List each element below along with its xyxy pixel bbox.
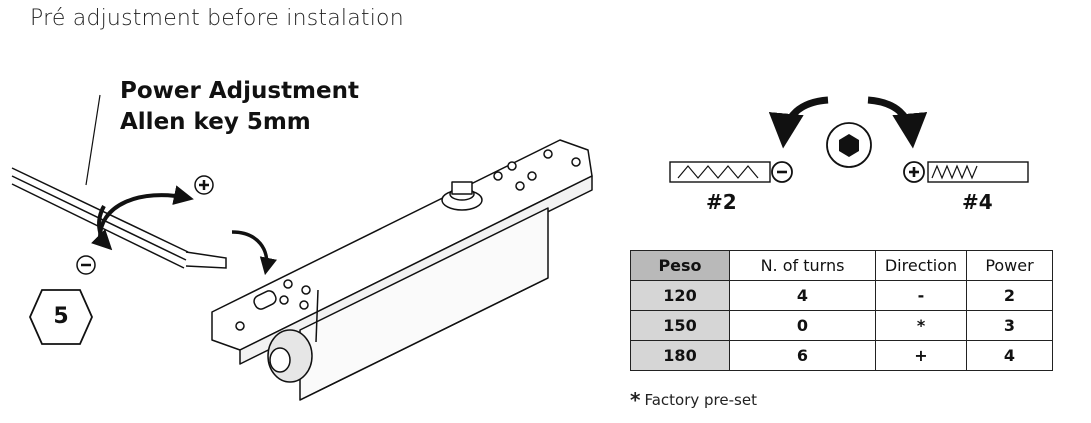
leader-line bbox=[85, 94, 101, 186]
cell-power: 3 bbox=[966, 310, 1053, 341]
table-header-row: Peso N. of turns Direction Power bbox=[630, 250, 1053, 281]
cell-direction: + bbox=[875, 340, 967, 371]
cell-peso: 150 bbox=[630, 310, 730, 341]
cell-direction: * bbox=[875, 310, 967, 341]
table-row: 180 6 + 4 bbox=[630, 340, 1053, 371]
adjustment-table: Peso N. of turns Direction Power 120 4 -… bbox=[630, 250, 1053, 371]
cell-peso: 180 bbox=[630, 340, 730, 371]
cell-turns: 4 bbox=[729, 280, 876, 311]
insert-arrow bbox=[231, 230, 277, 276]
step-number-badge: 5 bbox=[28, 288, 94, 346]
cell-power: 4 bbox=[966, 340, 1053, 371]
counterclockwise-arrow-icon bbox=[768, 96, 829, 149]
allen-key-shape bbox=[11, 167, 227, 269]
power-label-line2: Allen key 5mm bbox=[120, 109, 311, 135]
hexagon-badge-icon bbox=[29, 289, 93, 345]
footnote: *Factory pre-set bbox=[630, 388, 757, 412]
clockwise-arrow-icon bbox=[867, 96, 928, 149]
step-number: 5 bbox=[53, 304, 69, 329]
table-row: 150 0 * 3 bbox=[630, 310, 1053, 341]
spring-left-label: #2 bbox=[706, 190, 737, 214]
footnote-marker: * bbox=[630, 388, 641, 412]
header-direction: Direction bbox=[875, 250, 967, 281]
cell-power: 2 bbox=[966, 280, 1053, 311]
cell-direction: - bbox=[875, 280, 967, 311]
spring-weak-icon bbox=[669, 161, 771, 183]
header-power: Power bbox=[966, 250, 1053, 281]
power-adjustment-label: Power Adjustment Allen key 5mm bbox=[120, 76, 359, 138]
power-label-line1: Power Adjustment bbox=[120, 78, 359, 104]
footnote-text: Factory pre-set bbox=[644, 391, 757, 409]
table-row: 120 4 - 2 bbox=[630, 280, 1053, 311]
page-title: Pré adjustment before instalation bbox=[30, 6, 404, 31]
spring-right-label: #4 bbox=[962, 190, 993, 214]
cell-turns: 6 bbox=[729, 340, 876, 371]
spring-strong-icon bbox=[927, 161, 1029, 183]
key-rotate-arrow-down bbox=[91, 205, 113, 251]
door-closer-body bbox=[211, 139, 593, 401]
cell-turns: 0 bbox=[729, 310, 876, 341]
header-turns: N. of turns bbox=[729, 250, 876, 281]
cell-peso: 120 bbox=[630, 280, 730, 311]
header-peso: Peso bbox=[630, 250, 730, 281]
